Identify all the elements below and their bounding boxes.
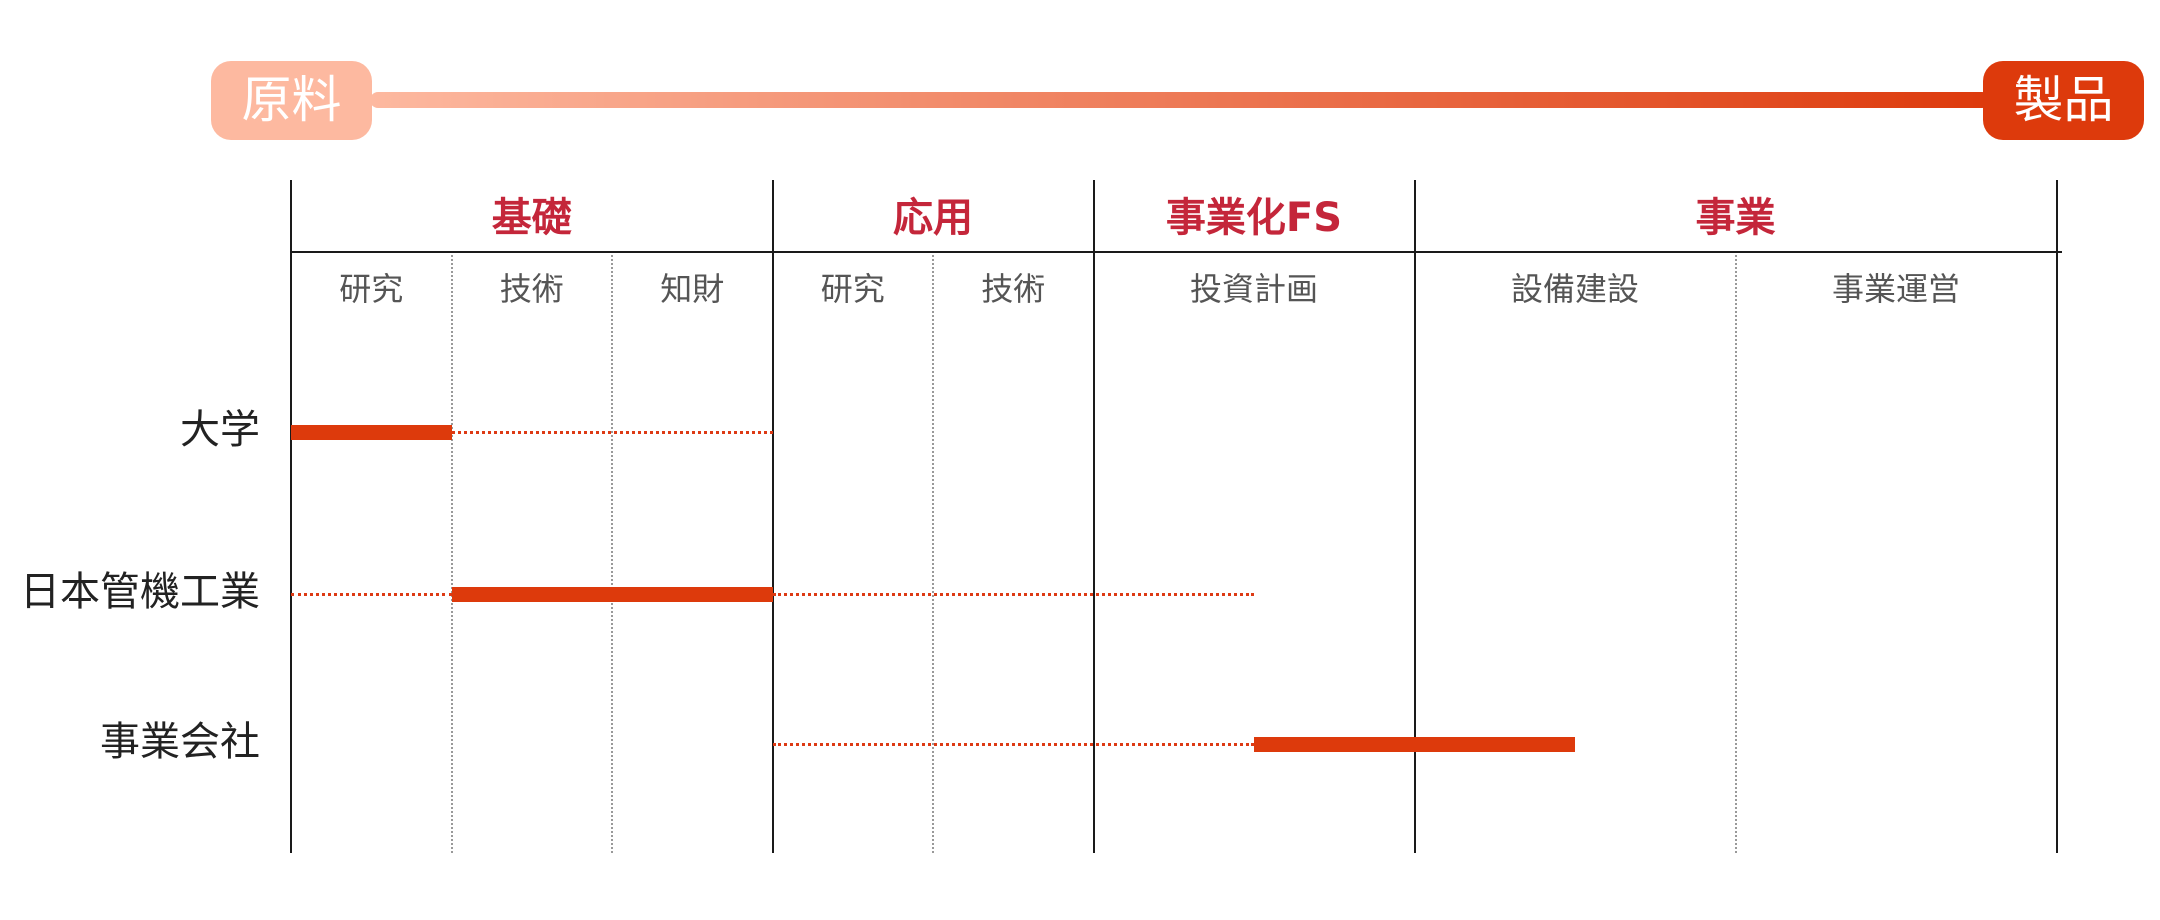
header-rule <box>291 251 2062 253</box>
primary-role-bar <box>291 425 452 440</box>
support-role-line <box>291 593 452 596</box>
sub-stage-label: 研究 <box>339 270 404 308</box>
phase-divider <box>1092 180 1095 853</box>
sub-stage-label: 技術 <box>981 270 1046 308</box>
sub-stage-label: 研究 <box>820 270 885 308</box>
sub-stage-label: 知財 <box>660 270 725 308</box>
sub-stage-label: 技術 <box>499 270 564 308</box>
primary-role-bar <box>451 587 773 602</box>
phase-title: 事業化FS <box>1165 195 1343 241</box>
flow-gradient-bar <box>370 92 1990 108</box>
phase-divider <box>771 180 774 853</box>
actor-label: 大学 <box>180 407 260 453</box>
support-role-line <box>451 431 773 434</box>
phase-title: 応用 <box>893 195 973 241</box>
support-role-line <box>772 593 1254 596</box>
sub-stage-label: 投資計画 <box>1189 270 1318 308</box>
sub-stage-divider <box>932 251 934 853</box>
actor-label: 事業会社 <box>100 719 260 765</box>
phase-title: 基礎 <box>491 195 572 241</box>
primary-role-bar <box>1254 737 1575 752</box>
flow-end-label: 製品 <box>1983 61 2144 140</box>
phase-divider <box>290 180 292 853</box>
actor-label: 日本管機工業 <box>20 569 260 615</box>
phase-title: 事業 <box>1695 195 1776 241</box>
flow-start-label: 原料 <box>211 61 372 140</box>
sub-stage-divider <box>450 251 453 853</box>
sub-stage-divider <box>1734 251 1737 853</box>
support-role-line <box>772 743 1254 746</box>
sub-stage-divider <box>611 251 613 853</box>
sub-stage-label: 事業運営 <box>1831 270 1960 308</box>
sub-stage-label: 設備建設 <box>1510 270 1639 308</box>
phase-divider <box>1413 180 1416 853</box>
phase-divider <box>2055 180 2058 853</box>
